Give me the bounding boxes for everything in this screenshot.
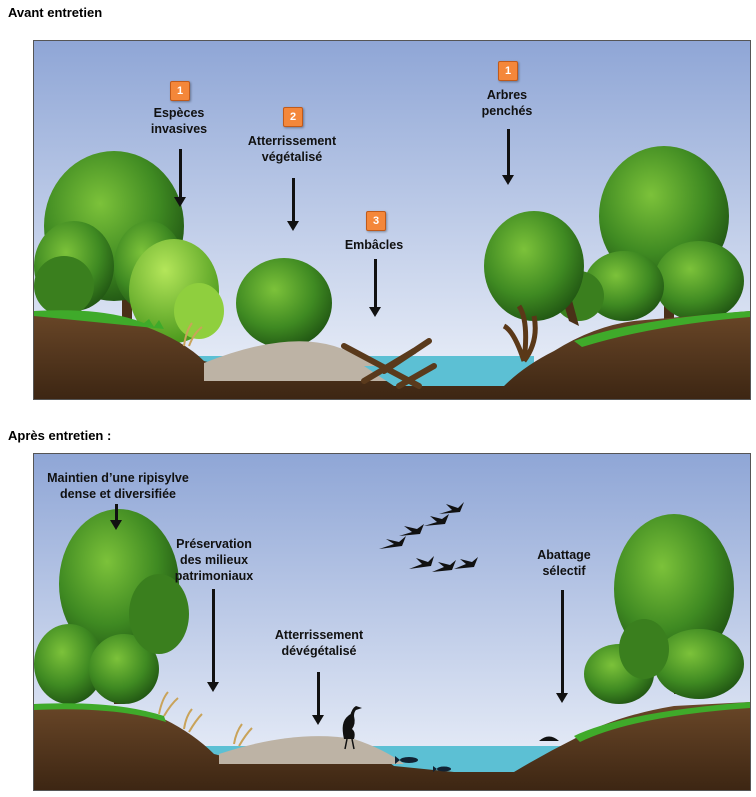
label-arbres-penches: Arbres penchés — [481, 88, 533, 118]
heron-silhouette — [342, 706, 362, 750]
badge-invasives: 1 — [170, 81, 190, 101]
label-maintien-ripisylve: Maintien d’une ripisylve dense et divers… — [47, 471, 189, 501]
fish-silhouettes — [395, 756, 451, 772]
badge-embacles: 3 — [366, 211, 386, 231]
before-illustration — [34, 41, 750, 399]
label-abattage-selectif: Abattage sélectif — [537, 548, 591, 578]
arrow-ripisylve — [110, 504, 122, 530]
left-bank-grass — [34, 703, 166, 722]
arrow-embacles — [369, 259, 381, 317]
arrow-invasives — [174, 149, 186, 207]
arrow-preservation — [207, 589, 219, 692]
arrow-arbres — [502, 129, 514, 185]
arrow-atterrissement — [287, 178, 299, 231]
label-especes-invasives: Espèces invasives — [150, 106, 208, 136]
arrow-atterrissement-devegetalise — [312, 672, 324, 725]
gravel-bar — [219, 736, 404, 764]
after-illustration — [34, 454, 750, 790]
reeds — [183, 322, 203, 347]
channel-water — [364, 366, 514, 386]
gravel-bar — [204, 341, 394, 381]
invasive-bush — [129, 239, 224, 343]
before-diagram: 1 Espèces invasives 2 Atterrissement vég… — [33, 40, 751, 400]
logjam — [341, 338, 437, 389]
leaning-tree — [484, 211, 584, 363]
middle-tree — [236, 258, 332, 351]
right-tree-cluster — [584, 514, 744, 704]
before-section-title: Avant entretien — [8, 5, 103, 20]
after-section-title: Après entretien : — [8, 428, 112, 443]
right-bank-grass — [574, 311, 750, 347]
badge-arbres: 1 — [498, 61, 518, 81]
label-preservation: Préservation des milieux patrimoniaux — [174, 537, 254, 583]
arrow-abattage — [556, 590, 568, 703]
turtle-silhouette — [539, 736, 559, 741]
label-atterrissement-devegetalise: Atterrissement dévégétalisé — [274, 628, 364, 658]
label-atterrissement-vegetalise: Atterrissement végétalisé — [247, 134, 337, 164]
right-bank-grass — [574, 702, 750, 742]
soil-banks — [34, 702, 750, 790]
label-embacles: Embâcles — [344, 238, 404, 252]
left-tree-cluster — [34, 509, 189, 704]
heritage-reeds — [158, 691, 253, 747]
after-diagram: Maintien d’une ripisylve dense et divers… — [33, 453, 751, 791]
flock-of-birds — [379, 502, 478, 572]
badge-atterrissement: 2 — [283, 107, 303, 127]
